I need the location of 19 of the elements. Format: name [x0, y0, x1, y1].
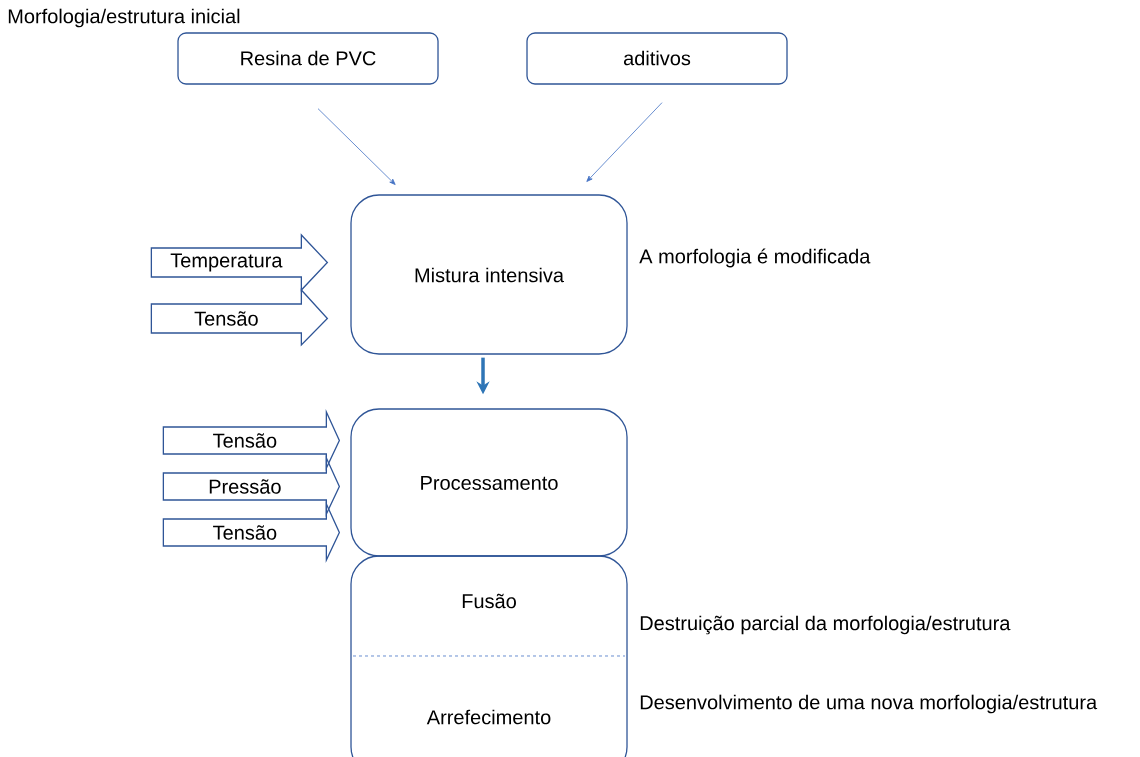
side-note: Destruição parcial da morfologia/estrutura — [640, 615, 1011, 635]
edge-label: Tensão — [213, 433, 277, 448]
block-arrow — [150, 233, 329, 292]
edge-label: Temperatura — [170, 253, 283, 272]
process-box: Fusão Arrefecimento — [350, 555, 628, 757]
edge-label: Tensão — [194, 311, 258, 326]
process-box: Processamento — [350, 408, 628, 557]
arrow — [586, 102, 663, 182]
arrow — [317, 108, 396, 185]
process-box: Resina de PVC — [177, 32, 439, 85]
process-box: Mistura intensiva — [350, 194, 628, 355]
heading-label: Morfologia/estrutura inicial — [8, 8, 240, 28]
process-box: aditivos — [526, 32, 788, 85]
edge-label: Tensão — [213, 525, 277, 540]
side-note: Desenvolvimento de uma nova morfologia/estrutura — [640, 694, 1098, 714]
edge-label: Pressão — [209, 479, 281, 494]
block-arrow — [150, 288, 329, 347]
side-note: A morfologia é modificada — [639, 248, 871, 268]
block-arrow — [162, 501, 341, 563]
